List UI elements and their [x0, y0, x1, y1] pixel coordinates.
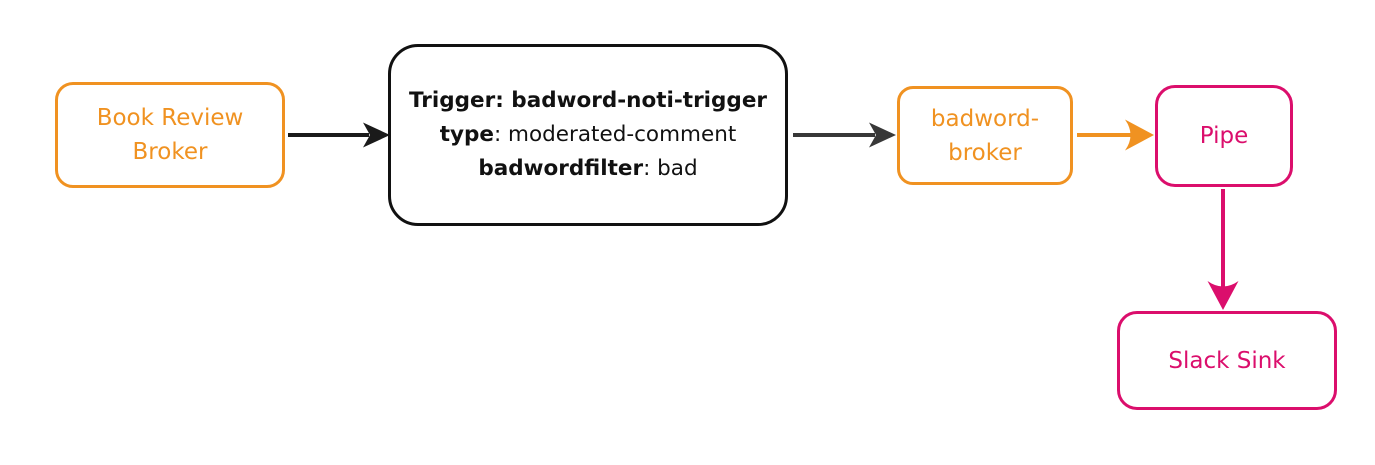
node-book-review-broker-label: Book Review Broker [96, 105, 244, 165]
node-pipe-label: Pipe [1199, 123, 1249, 149]
trigger-line-2-bold: type [439, 122, 494, 147]
trigger-line-3-bold: badwordfilter [478, 156, 644, 181]
edge-trigger-to-badword-broker [793, 122, 896, 148]
trigger-line-1-bold: Trigger: badword-noti-trigger [408, 88, 768, 113]
edge-pipe-to-slack-sink [1207, 189, 1239, 310]
node-trigger: Trigger: badword-noti-trigger type: mode… [388, 44, 788, 226]
edge-book-review-broker-to-trigger [288, 122, 390, 148]
node-badword-broker: badword-broker [897, 86, 1073, 185]
trigger-line-2-regular: : moderated-comment [493, 122, 737, 147]
node-pipe: Pipe [1155, 85, 1293, 187]
trigger-line-2: type: moderated-comment [440, 118, 737, 152]
node-badword-broker-label: badword-broker [930, 105, 1040, 166]
node-slack-sink-label: Slack Sink [1168, 347, 1286, 374]
edge-badword-broker-to-pipe [1077, 119, 1154, 151]
node-slack-sink: Slack Sink [1117, 311, 1337, 410]
trigger-line-1: Trigger: badword-noti-trigger [409, 84, 767, 118]
trigger-line-3-regular: : bad [643, 156, 698, 181]
node-book-review-broker: Book Review Broker [55, 82, 285, 188]
trigger-line-3: badwordfilter: bad [478, 152, 697, 186]
